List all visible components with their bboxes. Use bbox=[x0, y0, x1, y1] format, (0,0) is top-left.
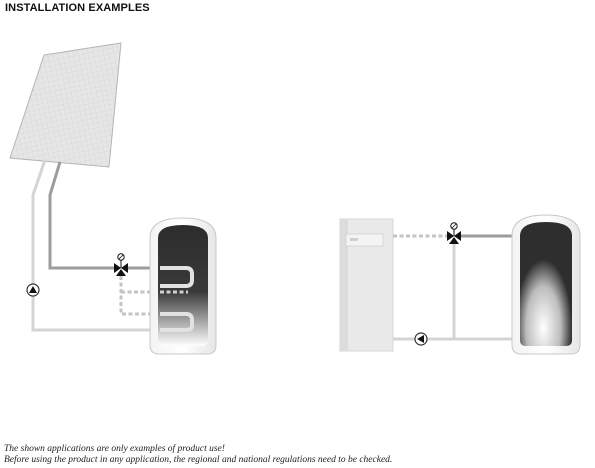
solar-collector bbox=[9, 42, 122, 168]
pump-icon bbox=[414, 332, 428, 346]
storage-tank-left bbox=[149, 217, 217, 355]
storage-tank-right bbox=[511, 214, 581, 355]
page-title: INSTALLATION EXAMPLES bbox=[5, 2, 150, 14]
boiler-return-pipe bbox=[393, 244, 518, 341]
boiler-unit bbox=[339, 218, 394, 352]
disclaimer-note: The shown applications are only examples… bbox=[4, 444, 225, 454]
three-way-valve-icon bbox=[447, 222, 461, 244]
pump-icon bbox=[26, 283, 40, 297]
three-way-valve-icon bbox=[114, 253, 128, 276]
solar-return-pipe bbox=[31, 159, 160, 332]
regulations-note: Before using the product in any applicat… bbox=[4, 455, 393, 465]
solar-flow-pipe bbox=[48, 161, 160, 270]
